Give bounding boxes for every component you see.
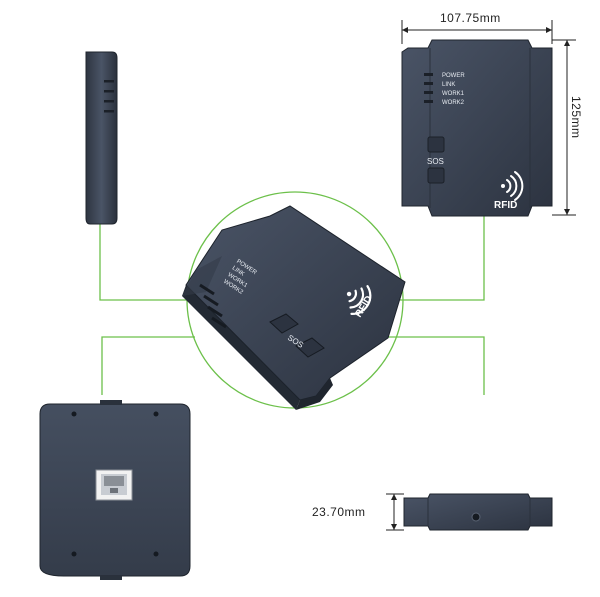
height-dimension	[552, 39, 576, 216]
perspective-wireless-icon	[346, 285, 372, 315]
led-label-work2: WORK2	[442, 100, 465, 106]
led-label-power: POWER	[442, 73, 465, 79]
screw-hole	[71, 411, 77, 417]
width-label: 107.75mm	[440, 11, 501, 25]
screw-hole	[71, 551, 77, 557]
led-link	[424, 82, 433, 85]
depth-dimension	[386, 493, 404, 531]
perspective-led-slots	[199, 283, 227, 329]
side-view	[85, 51, 118, 225]
front-view: POWER LINK WORK1 WORK2 SOS RFID	[401, 39, 553, 217]
sos-button-bottom[interactable]	[427, 167, 445, 184]
connector-right-bottom	[385, 336, 485, 395]
sos-button-top[interactable]	[427, 136, 445, 153]
depth-label: 23.70mm	[312, 505, 366, 519]
wireless-waves-icon	[501, 171, 524, 201]
connector-right-top	[400, 215, 485, 301]
perspective-sos-button-top[interactable]	[269, 313, 299, 334]
led-work1	[424, 91, 433, 94]
bottom-view	[403, 493, 553, 531]
led-power	[424, 73, 433, 76]
side-led-slot	[104, 90, 114, 93]
side-led-slot	[104, 80, 114, 83]
back-view	[39, 400, 191, 580]
connector-left-top	[99, 222, 190, 301]
screw-hole	[153, 551, 159, 557]
side-led-slot	[104, 110, 114, 113]
sos-label: SOS	[427, 157, 444, 166]
dc-jack-icon	[471, 512, 481, 522]
led-label-link: LINK	[442, 82, 455, 88]
led-indicators: POWER LINK WORK1 WORK2	[424, 73, 465, 106]
rj45-port-icon	[95, 469, 133, 501]
connector-left-bottom	[101, 336, 195, 395]
rfid-label: RFID	[494, 200, 517, 211]
side-led-slot	[104, 100, 114, 103]
perspective-sos-button-bottom[interactable]	[295, 337, 325, 358]
screw-hole	[153, 411, 159, 417]
led-label-work1: WORK1	[442, 91, 465, 97]
led-work2	[424, 100, 433, 103]
perspective-view: POWER LINK WORK1 WORK2 SOS RFID	[182, 205, 406, 410]
height-label: 125mm	[569, 96, 583, 139]
